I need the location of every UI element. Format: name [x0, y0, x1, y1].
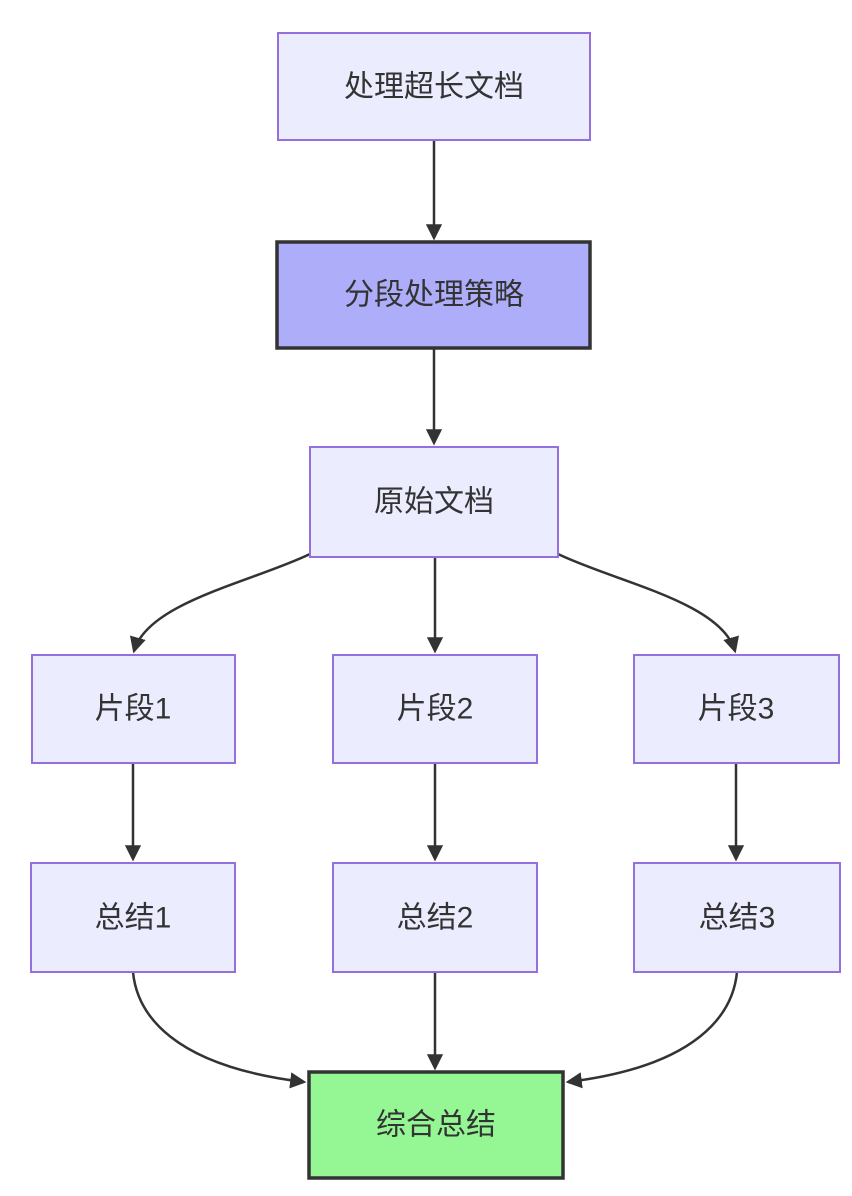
- node-summary-1-label: 总结1: [95, 902, 172, 935]
- node-summary-2: 总结2: [332, 862, 538, 973]
- edge-original-doc-to-fragment-3: [557, 552, 739, 654]
- node-fragment-3-box: [633, 654, 840, 764]
- node-original-doc-label: 原始文档: [374, 486, 494, 519]
- node-process-long-doc: 处理超长文档: [277, 32, 591, 141]
- node-process-long-doc-label: 处理超长文档: [344, 71, 524, 104]
- edge-layer: [124, 140, 745, 1089]
- edge-summary-3-to-final: [565, 971, 739, 1089]
- node-summary-2-box: [332, 862, 538, 973]
- node-original-doc-box: [309, 446, 559, 558]
- node-summary-1-box: [30, 862, 236, 973]
- node-segment-strategy-label: 分段处理策略: [344, 279, 524, 312]
- node-original-doc: 原始文档: [309, 446, 559, 558]
- node-final-summary: 综合总结: [307, 1070, 565, 1180]
- node-fragment-1: 片段1: [31, 654, 236, 764]
- node-segment-strategy: 分段处理策略: [275, 240, 592, 350]
- node-final-summary-label: 综合总结: [376, 1109, 496, 1142]
- node-final-summary-box: [307, 1070, 565, 1180]
- node-summary-3: 总结3: [633, 862, 841, 973]
- node-fragment-2-label: 片段2: [397, 693, 474, 726]
- node-summary-2-label: 总结2: [397, 902, 474, 935]
- node-fragment-3: 片段3: [633, 654, 840, 764]
- node-summary-3-box: [633, 862, 841, 973]
- edge-original-doc-to-fragment-1: [130, 552, 311, 654]
- node-process-long-doc-box: [277, 32, 591, 141]
- node-summary-3-label: 总结3: [699, 902, 776, 935]
- node-fragment-1-label: 片段1: [95, 693, 172, 726]
- node-fragment-3-label: 片段3: [698, 693, 775, 726]
- node-summary-1: 总结1: [30, 862, 236, 973]
- edge-summary-1-to-final: [131, 971, 307, 1089]
- node-fragment-2-box: [332, 654, 538, 764]
- node-segment-strategy-box: [275, 240, 592, 350]
- node-fragment-2: 片段2: [332, 654, 538, 764]
- node-fragment-1-box: [31, 654, 236, 764]
